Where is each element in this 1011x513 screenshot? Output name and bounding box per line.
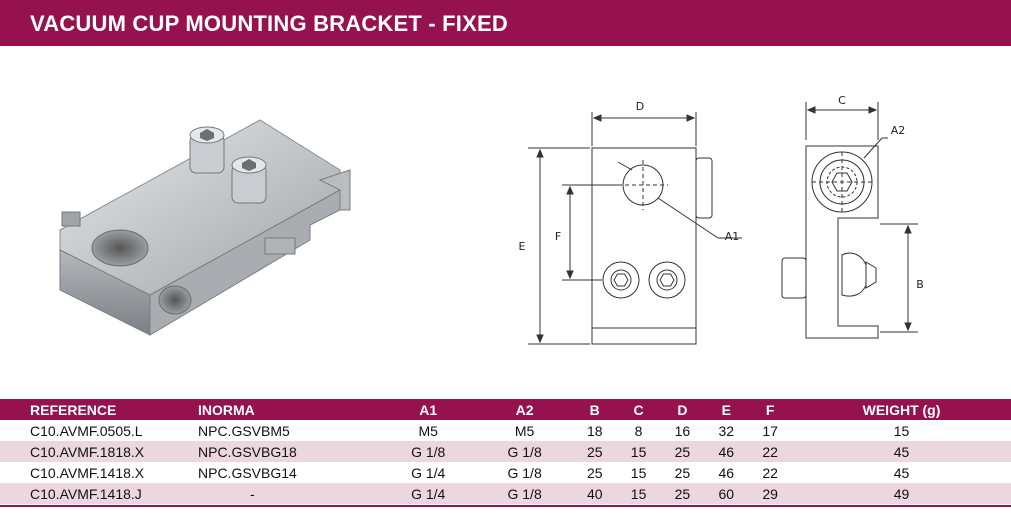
cell-c: 15	[616, 441, 661, 462]
cell-d: 25	[660, 483, 705, 504]
cell-e: 60	[704, 483, 749, 504]
cell-e: 46	[704, 441, 749, 462]
cell-c: 15	[630, 464, 647, 481]
col-header-a1: A1	[380, 399, 477, 420]
cell-reference: C10.AVMF.1418.J	[0, 483, 198, 504]
table-row: C10.AVMF.0505.L NPC.GSVBM5 M5 M5 18 8 16…	[0, 420, 1011, 441]
cell-weight: 49	[792, 483, 1011, 504]
col-header-d: D	[660, 399, 705, 420]
cell-d: 25	[674, 464, 691, 481]
col-header-c: C	[616, 399, 661, 420]
cell-a2: M5	[514, 422, 535, 439]
dim-label-d: D	[636, 100, 644, 113]
cell-weight: 45	[792, 441, 1011, 462]
cell-d: 25	[660, 441, 705, 462]
cell-a1: G 1/4	[411, 464, 446, 481]
cell-inorma: NPC.GSVBG14	[198, 464, 297, 481]
title-bar: VACUUM CUP MOUNTING BRACKET - FIXED	[0, 0, 1011, 46]
cell-f: 17	[762, 422, 778, 439]
dim-label-a2: A2	[891, 124, 906, 137]
table-row: C10.AVMF.1418.X NPC.GSVBG14 G 1/4 G 1/8 …	[0, 462, 1011, 483]
col-header-b: B	[572, 399, 617, 420]
cell-a2: G 1/8	[476, 483, 573, 504]
cell-e: 46	[718, 464, 735, 481]
cell-a1: G 1/8	[380, 441, 477, 462]
cell-f: 22	[748, 441, 793, 462]
cell-weight: 15	[893, 422, 910, 439]
cell-b: 25	[586, 464, 603, 481]
col-header-inorma: INORMA	[198, 399, 380, 420]
dim-label-a1: A1	[725, 230, 740, 243]
cell-f: 22	[762, 464, 778, 481]
col-header-a2: A2	[476, 399, 573, 420]
dim-label-f: F	[555, 230, 561, 243]
cell-reference: C10.AVMF.1818.X	[0, 441, 198, 462]
col-header-e: E	[704, 399, 749, 420]
table-row: C10.AVMF.1818.X NPC.GSVBG18 G 1/8 G 1/8 …	[0, 441, 1011, 462]
cell-weight: 45	[893, 464, 910, 481]
cell-c: 8	[634, 422, 643, 439]
dim-label-b: B	[916, 278, 924, 291]
col-header-f: F	[748, 399, 793, 420]
cell-inorma: NPC.GSVBM5	[198, 422, 290, 439]
cell-inorma: -	[198, 483, 380, 504]
col-header-reference: REFERENCE	[0, 399, 198, 420]
cell-a2: G 1/8	[507, 464, 542, 481]
table-header-row: REFERENCE INORMA A1 A2 B C D E F WEIGHT …	[0, 399, 1011, 420]
cell-a1: M5	[418, 422, 438, 439]
cell-a2: G 1/8	[476, 441, 573, 462]
cell-reference: C10.AVMF.1418.X	[30, 464, 145, 481]
cell-b: 18	[586, 422, 603, 439]
table-row: C10.AVMF.1418.J - G 1/4 G 1/8 40 15 25 6…	[0, 483, 1011, 504]
cell-a1: G 1/4	[380, 483, 477, 504]
cell-e: 32	[718, 422, 735, 439]
cell-b: 40	[572, 483, 617, 504]
dim-label-e: E	[519, 240, 526, 253]
front-view-drawing: D E F A1	[519, 100, 742, 345]
product-photo	[59, 119, 351, 336]
col-header-weight: WEIGHT (g)	[792, 399, 1011, 420]
cell-reference: C10.AVMF.0505.L	[30, 422, 143, 439]
cell-c: 15	[616, 483, 661, 504]
cell-d: 16	[674, 422, 691, 439]
bottom-divider	[0, 505, 1011, 507]
cell-f: 29	[748, 483, 793, 504]
page-title: VACUUM CUP MOUNTING BRACKET - FIXED	[30, 11, 508, 36]
spec-table: REFERENCE INORMA A1 A2 B C D E F WEIGHT …	[0, 399, 1011, 504]
cell-b: 25	[572, 441, 617, 462]
side-view-drawing: C A2 B	[781, 94, 924, 339]
dim-label-c: C	[838, 94, 846, 107]
cell-inorma: NPC.GSVBG18	[198, 441, 380, 462]
